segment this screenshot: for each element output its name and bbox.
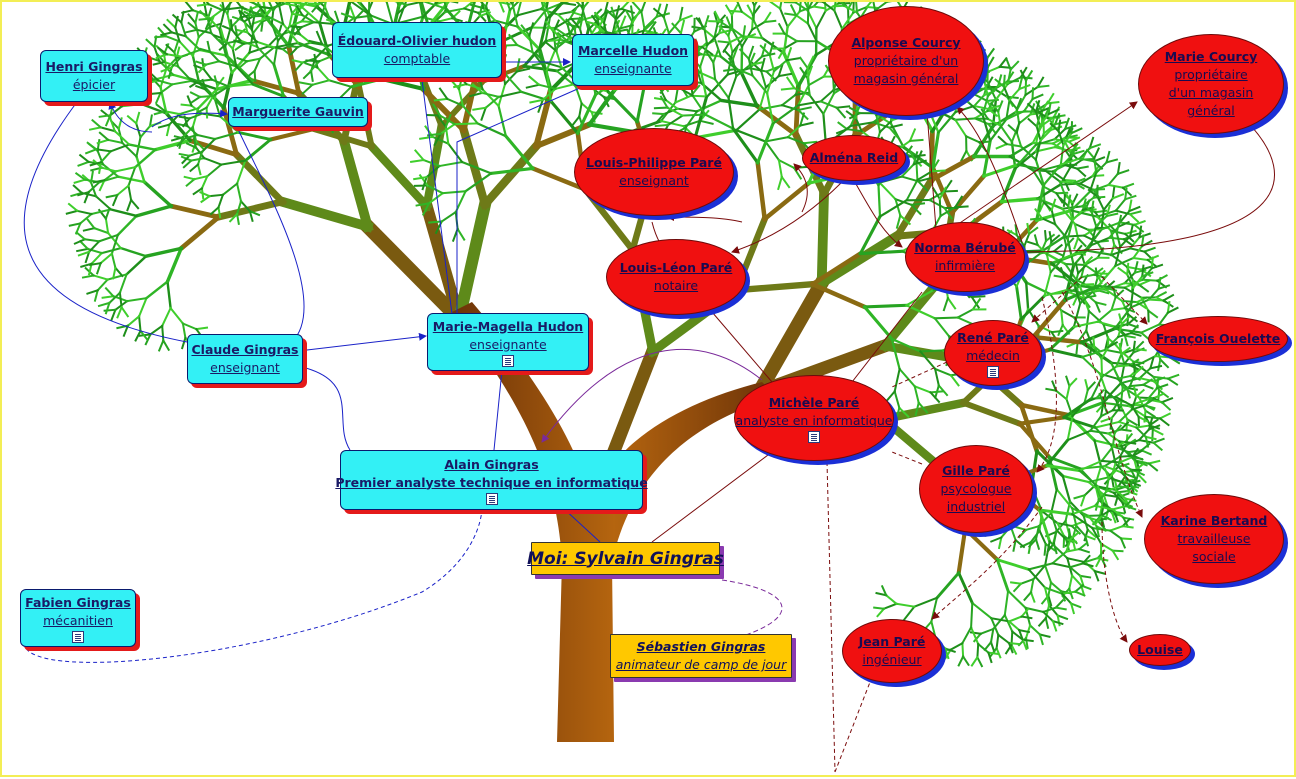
node-occupation: médecin [966,347,1020,365]
link-jean-bottom [835,677,872,772]
node-name: Louis-Philippe Paré [586,154,722,172]
node-name: Marguerite Gauvin [232,103,364,121]
node-gille-pare[interactable]: Gille Paré psycologue industriel [919,445,1033,533]
node-name: Sébastien Gingras [637,638,766,656]
note-icon[interactable] [72,631,84,643]
node-name: Alponse Courcy [851,34,960,52]
node-occupation: enseignant [210,359,280,377]
node-occupation: analyste en informatique [736,412,893,430]
node-francois-ouelette[interactable]: François Ouelette [1148,316,1288,362]
node-alain-gingras[interactable]: Alain Gingras Premier analyste technique… [340,450,643,510]
node-marie-courcy[interactable]: Marie Courcy propriétaire d'un magasin g… [1138,34,1284,134]
node-jean-pare[interactable]: Jean Paré ingénieur [842,619,942,683]
node-occupation: propriétaire d'un magasin général [851,52,961,88]
node-occupation: animateur de camp de jour [616,656,787,674]
node-occupation: enseignant [619,172,689,190]
node-michele-pare[interactable]: Michèle Paré analyste en informatique [734,375,894,461]
link-mariemag-alain [494,370,502,450]
node-sebastien-gingras[interactable]: Sébastien Gingras animateur de camp de j… [610,634,792,678]
node-name: Michèle Paré [769,394,860,412]
node-name: Norma Bérubé [914,239,1016,257]
link-norma-louise [1102,522,1127,642]
node-norma-berube[interactable]: Norma Bérubé infirmière [905,222,1025,292]
node-occupation: épicier [73,76,115,94]
node-name: Jean Paré [859,633,926,651]
node-name: Louis-Léon Paré [620,259,733,277]
node-occupation: psycologue industriel [936,480,1016,516]
node-louis-philippe-pare[interactable]: Louis-Philippe Paré enseignant [574,128,734,216]
note-icon[interactable] [808,431,820,443]
node-occupation: ingénieur [862,651,921,669]
node-occupation: comptable [384,50,450,68]
node-name: Karine Bertand [1161,512,1268,530]
link-louisleon-michele [712,312,772,382]
node-name: Édouard-Olivier hudon [338,32,497,50]
node-henri-gingras[interactable]: Henri Gingras épicier [40,50,148,102]
note-icon[interactable] [987,366,999,378]
node-name: Alména Reid [810,149,898,167]
node-occupation: infirmière [935,257,995,275]
node-fabien-gingras[interactable]: Fabien Gingras mécanitien [20,589,136,647]
link-louisleon-louisph [667,217,742,222]
node-rene-pare[interactable]: René Paré médecin [944,320,1042,386]
node-occupation: notaire [654,277,698,295]
node-edouard-olivier-hudon[interactable]: Édouard-Olivier hudon comptable [332,22,502,78]
link-claude-alain [302,367,350,450]
node-occupation: propriétaire d'un magasin général [1161,66,1261,120]
node-name: Marie-Magella Hudon [433,318,583,336]
node-alponse-courcy[interactable]: Alponse Courcy propriétaire d'un magasin… [828,6,984,116]
node-claude-gingras[interactable]: Claude Gingras enseignant [187,334,303,384]
node-occupation: Premier analyste technique en informatiq… [335,474,647,492]
node-louis-leon-pare[interactable]: Louis-Léon Paré notaire [606,239,746,315]
node-occupation: travailleuse sociale [1169,530,1259,566]
note-icon[interactable] [486,493,498,505]
node-moi-sylvain-gingras[interactable]: Moi: Sylvain Gingras [531,542,720,575]
node-name: Marie Courcy [1165,48,1258,66]
node-occupation: enseignante [469,336,546,354]
node-name: François Ouelette [1156,330,1281,348]
note-icon[interactable] [502,355,514,367]
node-occupation: enseignante [594,60,671,78]
node-karine-bertand[interactable]: Karine Bertand travailleuse sociale [1144,494,1284,584]
node-name: Claude Gingras [191,341,298,359]
node-louise[interactable]: Louise [1129,634,1191,666]
node-name: Alain Gingras [444,456,538,474]
node-name: Moi: Sylvain Gingras [527,550,724,568]
link-michele-bottom [827,462,835,772]
node-name: René Paré [957,329,1029,347]
node-name: Marcelle Hudon [578,42,688,60]
node-occupation: mécanitien [43,612,113,630]
node-marie-magella-hudon[interactable]: Marie-Magella Hudon enseignante [427,313,589,371]
node-almena-reid[interactable]: Alména Reid [802,135,906,181]
node-marguerite-gauvin[interactable]: Marguerite Gauvin [228,97,368,127]
node-name: Louise [1137,641,1183,659]
link-michele-moi [652,452,772,542]
link-gille-michele [892,452,922,464]
node-name: Gille Paré [942,462,1010,480]
node-name: Henri Gingras [45,58,142,76]
link-moi-sebastien [722,580,782,642]
node-marcelle-hudon[interactable]: Marcelle Hudon enseignante [572,34,694,86]
link-claude-mariemag [307,336,426,350]
node-name: Fabien Gingras [25,594,131,612]
